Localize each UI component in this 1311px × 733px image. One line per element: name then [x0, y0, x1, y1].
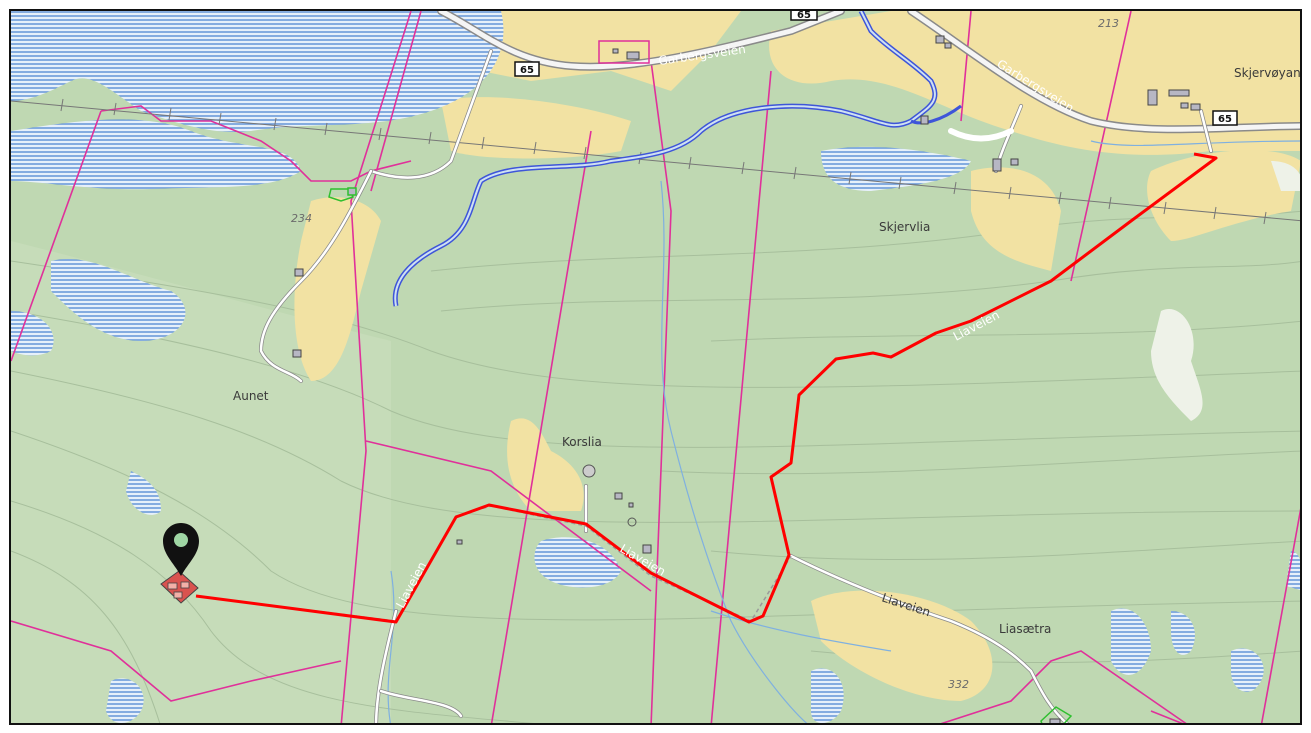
- place-label-aunet: Aunet: [233, 389, 269, 403]
- water-areas: [11, 11, 1300, 723]
- place-label-skjervoyan: Skjervøyan: [1234, 66, 1301, 80]
- elevation-label-234: 234: [291, 212, 312, 225]
- small-ring-icon: [627, 517, 637, 527]
- river: [392, 11, 962, 307]
- place-label-liasaetra: Liasætra: [999, 622, 1051, 636]
- place-label-skjervlia: Skjervlia: [879, 220, 930, 234]
- route-shield-65-b: 65: [790, 11, 818, 21]
- map-canvas[interactable]: 65 65 65 Garbergsveien Garbergsveien Lia…: [11, 11, 1302, 725]
- streams: [387, 140, 1300, 723]
- green-lot-outline-2: [1040, 706, 1073, 723]
- buildings: [292, 35, 1201, 723]
- location-pin-icon[interactable]: [163, 523, 199, 576]
- route-shield-65-c: 65: [1212, 110, 1238, 126]
- place-label-korslia: Korslia: [562, 435, 602, 449]
- green-lot-building: [347, 187, 357, 196]
- target-property[interactable]: [160, 570, 199, 604]
- map-frame: 65 65 65 Garbergsveien Garbergsveien Lia…: [9, 9, 1302, 725]
- svg-text:65: 65: [797, 11, 811, 21]
- highlighted-route[interactable]: [195, 152, 1218, 624]
- power-line: [11, 98, 1300, 225]
- svg-text:65: 65: [520, 65, 534, 76]
- elevation-label-332: 332: [948, 678, 969, 691]
- route-shield-65-a: 65: [514, 61, 540, 77]
- field-areas: [294, 11, 1300, 701]
- open-ground-area: [11, 241, 391, 723]
- korslia-point-icon: [582, 464, 596, 478]
- clearing-areas: [1151, 161, 1300, 421]
- svg-text:65: 65: [1218, 114, 1232, 125]
- elevation-label-213: 213: [1098, 17, 1119, 30]
